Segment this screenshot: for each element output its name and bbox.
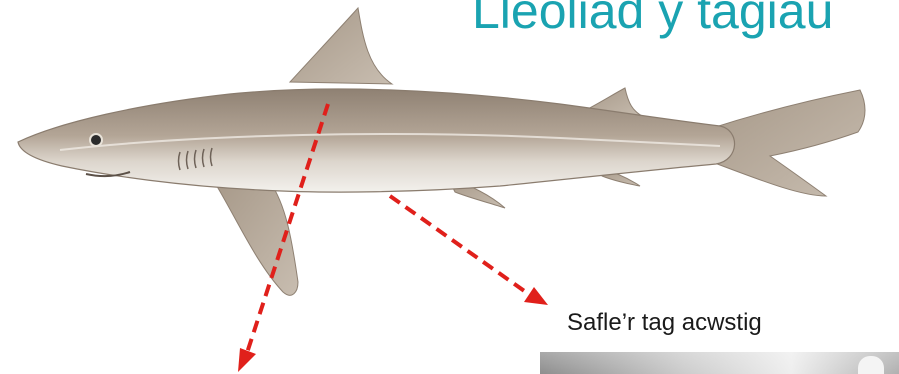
acoustic-tag-caption: Safle’r tag acwstig <box>567 308 762 338</box>
arrow-to-acoustic-tag <box>390 196 530 295</box>
dorsal-fin <box>290 8 392 84</box>
arrow-head-right <box>524 287 548 305</box>
shark-eye <box>90 134 102 146</box>
tag-tip <box>858 356 884 374</box>
acoustic-tag-photo <box>540 352 899 374</box>
arrow-head-left <box>238 348 256 372</box>
